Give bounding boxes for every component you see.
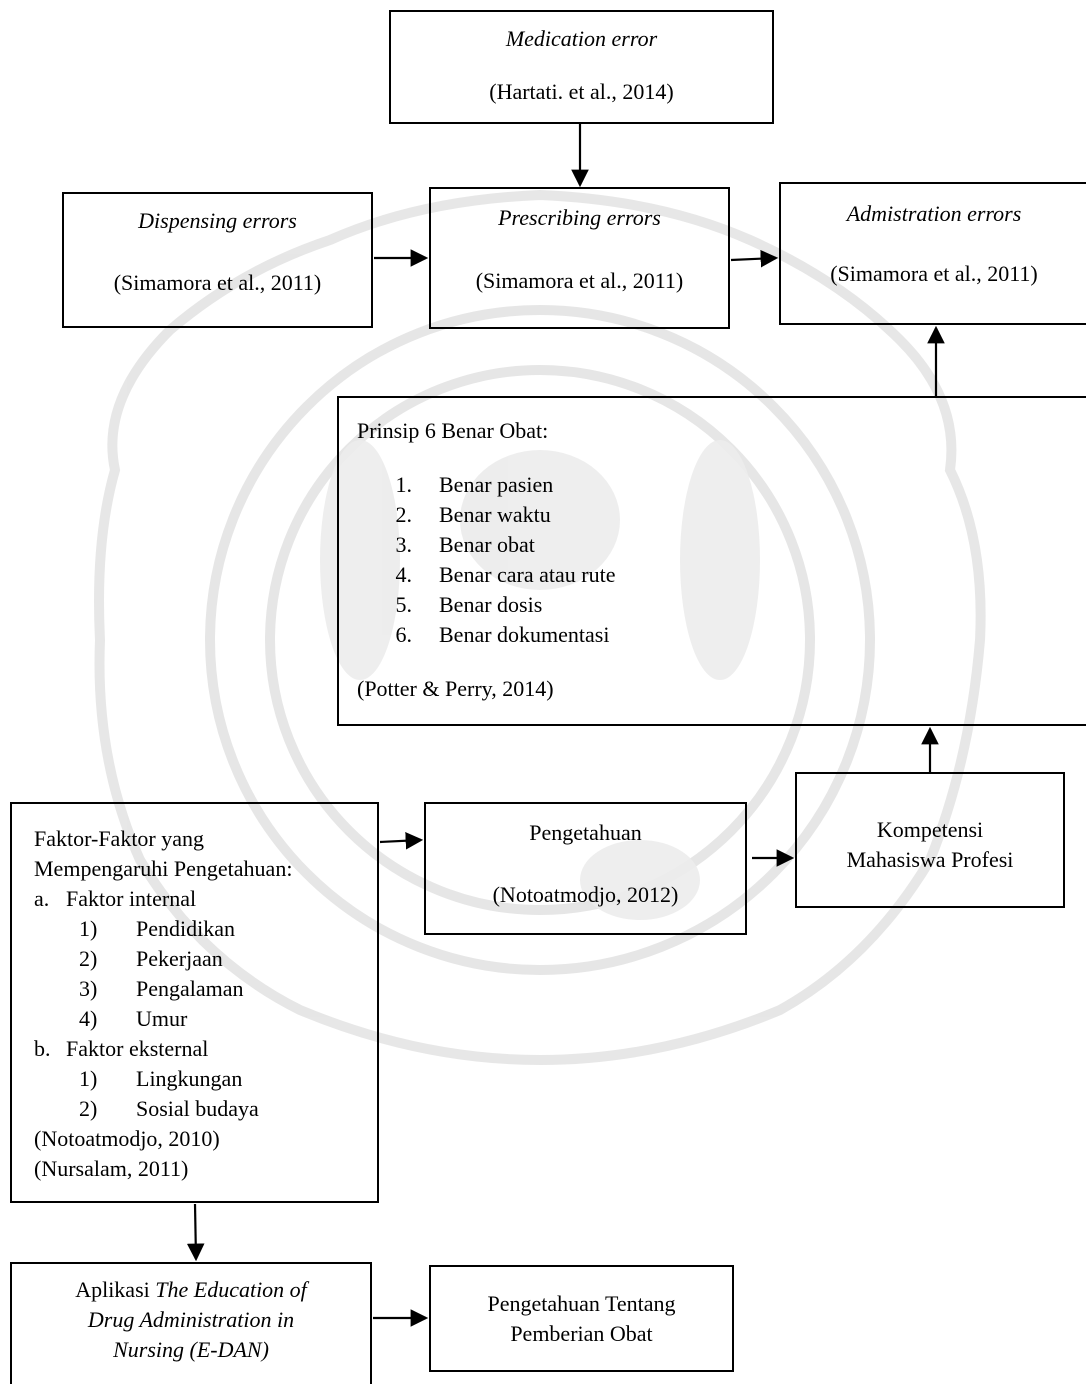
administration-errors-title: Admistration errors [846,201,1022,226]
prinsip-item: 2.Benar waktu [395,502,551,527]
faktor-title-line1: Faktor-Faktor yang [34,826,205,851]
faktor-internal-item: 1)Pendidikan [79,916,235,941]
pengetahuan-box: Pengetahuan (Notoatmodjo, 2012) [424,802,747,935]
administration-errors-box: Admistration errors (Simamora et al., 20… [779,182,1086,325]
dispensing-errors-box: Dispensing errors (Simamora et al., 2011… [62,192,373,328]
pengetahuan-citation: (Notoatmodjo, 2012) [492,882,679,907]
aplikasi-edan-box: Aplikasi The Education of Drug Administr… [10,1262,372,1384]
pengetahuan-title: Pengetahuan [529,820,642,845]
prescribing-errors-citation: (Simamora et al., 2011) [475,268,684,293]
prescribing-errors-title: Prescribing errors [498,205,661,230]
pengetahuan-tentang-line2: Pemberian Obat [510,1321,653,1346]
faktor-external-item: 1)Lingkungan [79,1066,243,1091]
faktor-internal-item: 3)Pengalaman [79,976,244,1001]
prinsip-list: 1.Benar pasien 2.Benar waktu 3.Benar oba… [382,470,1086,650]
aplikasi-title-3: Nursing (E-DAN) [113,1337,269,1362]
prinsip-item: 4.Benar cara atau rute [395,562,616,587]
faktor-box: Faktor-Faktor yang Mempengaruhi Pengetah… [10,802,379,1203]
faktor-external-heading: b.Faktor eksternal [34,1036,209,1061]
pengetahuan-tentang-box: Pengetahuan Tentang Pemberian Obat [429,1265,734,1372]
administration-errors-citation: (Simamora et al., 2011) [830,261,1038,286]
medication-error-box: Medication error (Hartati. et al., 2014) [389,10,774,124]
aplikasi-title-1: The Education of [155,1277,307,1302]
faktor-title-line2: Mempengaruhi Pengetahuan: [34,856,293,881]
dispensing-errors-citation: (Simamora et al., 2011) [113,270,322,295]
kompetensi-box: Kompetensi Mahasiswa Profesi [795,772,1065,908]
medication-error-citation: (Hartati. et al., 2014) [489,79,674,104]
faktor-internal-heading: a.Faktor internal [34,886,197,911]
faktor-external-item: 2)Sosial budaya [79,1096,259,1121]
kompetensi-line2: Mahasiswa Profesi [846,847,1014,872]
prinsip-6-benar-obat-box: Prinsip 6 Benar Obat: 1.Benar pasien 2.B… [337,396,1086,726]
prinsip-item: 3.Benar obat [395,532,535,557]
prinsip-item: 1.Benar pasien [395,472,554,497]
prinsip-item: 5.Benar dosis [395,592,543,617]
kompetensi-line1: Kompetensi [876,817,984,842]
dispensing-errors-title: Dispensing errors [138,208,297,233]
faktor-citation-1: (Notoatmodjo, 2010) [34,1126,220,1151]
prescribing-errors-box: Prescribing errors (Simamora et al., 201… [429,187,730,329]
aplikasi-title-2: Drug Administration in [87,1307,295,1332]
prinsip-item: 6.Benar dokumentasi [395,622,610,647]
faktor-internal-item: 2)Pekerjaan [79,946,223,971]
arrow-prescribing-to-administration [730,249,779,268]
arrow-faktor-to-pengetahuan [379,831,424,850]
prinsip-title: Prinsip 6 Benar Obat: [357,418,549,443]
faktor-citation-2: (Nursalam, 2011) [34,1156,189,1181]
faktor-internal-item: 4)Umur [79,1006,188,1031]
medication-error-title: Medication error [505,26,658,51]
prinsip-citation: (Potter & Perry, 2014) [357,676,554,701]
arrow-faktor-to-aplikasi [186,1203,205,1262]
pengetahuan-tentang-line1: Pengetahuan Tentang [487,1291,676,1316]
aplikasi-prefix: Aplikasi [75,1277,156,1302]
